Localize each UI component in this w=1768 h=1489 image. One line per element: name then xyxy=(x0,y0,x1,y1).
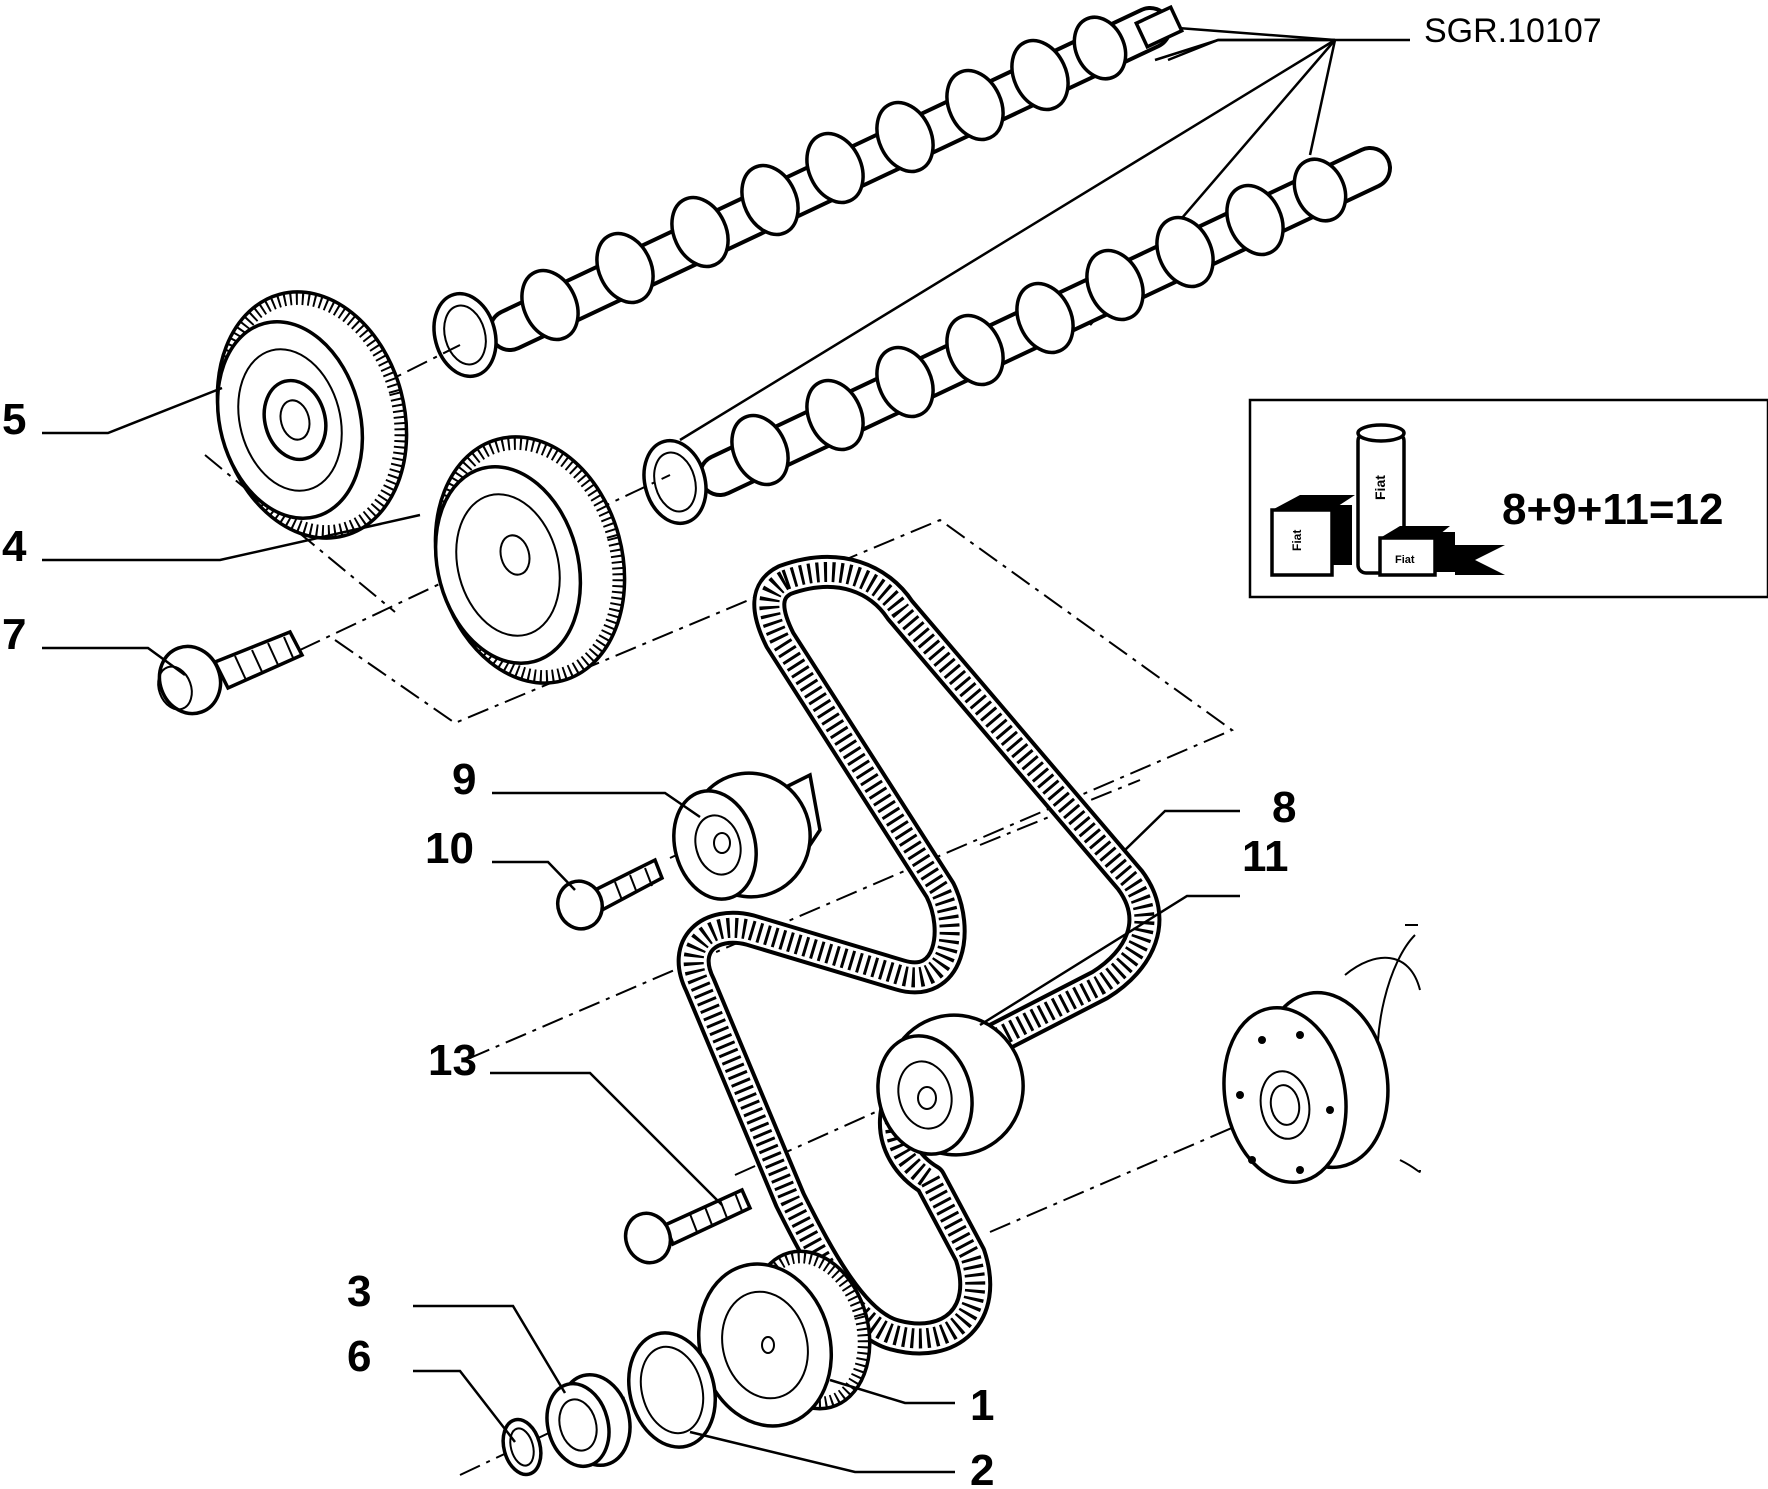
package-label-1: Fiat xyxy=(1290,530,1304,551)
idler-bolt xyxy=(623,1187,753,1265)
callout-2: 2 xyxy=(970,1446,994,1489)
callout-4: 4 xyxy=(2,522,27,571)
callout-7: 7 xyxy=(2,610,26,659)
idler-pulley xyxy=(876,1013,1025,1157)
crankshaft-pulley xyxy=(696,1249,872,1428)
spacer-washer xyxy=(626,1331,718,1449)
timing-belt xyxy=(676,555,1162,1356)
camshaft-exhaust xyxy=(488,4,1185,352)
camshaft-seal-upper xyxy=(432,291,498,379)
kit-packages-icon: Fiat Fiat Fiat xyxy=(1270,423,1505,577)
kit-formula: 8+9+11=12 xyxy=(1502,485,1723,534)
package-label-2: Fiat xyxy=(1372,475,1388,500)
callout-11: 11 xyxy=(1242,832,1289,881)
cam-lobes-upper xyxy=(520,15,1128,342)
camshaft-intake xyxy=(698,146,1392,497)
callout-5: 5 xyxy=(2,395,26,444)
camshaft-pulley-upper xyxy=(215,290,409,540)
reference-code-group: SGR.10107 xyxy=(679,12,1602,442)
callout-leaders xyxy=(42,386,1240,1474)
cam-lobes-lower xyxy=(730,157,1348,487)
snap-ring xyxy=(501,1417,543,1477)
callout-9: 9 xyxy=(452,755,476,804)
belt-tensioner xyxy=(672,771,822,901)
callout-6: 6 xyxy=(347,1332,371,1381)
pulley-nut xyxy=(545,1372,632,1469)
callout-1: 1 xyxy=(970,1381,994,1430)
callout-3: 3 xyxy=(347,1267,371,1316)
callout-13: 13 xyxy=(428,1036,477,1085)
reference-code: SGR.10107 xyxy=(1424,12,1602,50)
camshaft-pulley-lower xyxy=(433,435,627,685)
crankshaft-hub xyxy=(1222,924,1421,1185)
kit-box: Fiat Fiat Fiat 8+9+11=12 xyxy=(1248,398,1768,599)
callout-10: 10 xyxy=(425,824,474,873)
camshaft-seal-lower xyxy=(642,438,708,526)
callout-numbers: 5 4 7 9 10 8 11 13 3 6 1 2 xyxy=(2,395,1296,1489)
callout-8: 8 xyxy=(1272,783,1296,832)
package-label-3: Fiat xyxy=(1395,554,1415,566)
pulley-bolt xyxy=(157,629,305,716)
tensioner-bolt xyxy=(556,857,665,931)
